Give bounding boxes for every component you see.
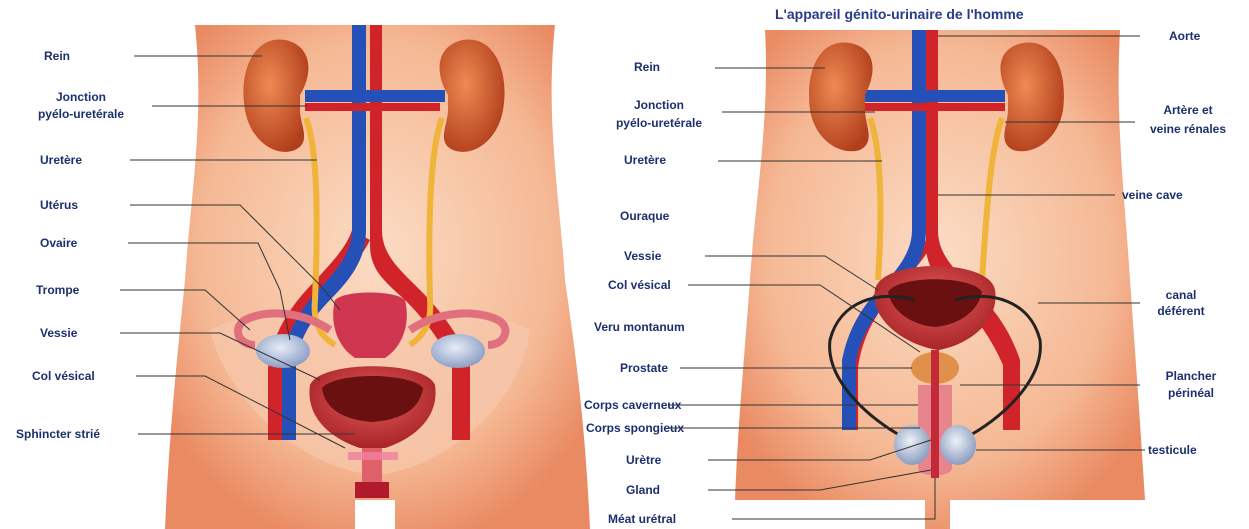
label-aorte: Aorte: [1169, 29, 1200, 44]
label-canal-line1: canal: [1141, 288, 1221, 303]
renal-vein-right: [365, 90, 445, 102]
label-ouraque: Ouraque: [620, 209, 669, 224]
label-uretere: Uretère: [624, 153, 666, 168]
label-artere-line2: veine rénales: [1130, 122, 1246, 137]
renal-vein-left: [305, 90, 360, 102]
label-vessie: Vessie: [624, 249, 661, 264]
label-jonction-line2: pyélo-uretérale: [26, 107, 136, 122]
renal-vein-right: [920, 90, 1005, 102]
label-col-vesical: Col vésical: [608, 278, 671, 293]
label-gland: Gland: [626, 483, 660, 498]
ovary-right: [431, 334, 485, 368]
label-rein: Rein: [44, 49, 70, 64]
label-plancher-line1: Plancher: [1141, 369, 1241, 384]
label-rein: Rein: [634, 60, 660, 75]
label-col-vesical: Col vésical: [32, 369, 95, 384]
renal-artery-right: [935, 103, 1005, 111]
label-meat-uretral: Méat urétral: [608, 512, 676, 527]
label-corps-caverneux: Corps caverneux: [584, 398, 681, 413]
label-jonction-line1: Jonction: [604, 98, 714, 113]
sphincter: [348, 452, 398, 460]
label-jonction-line2: pyélo-uretérale: [604, 116, 714, 131]
renal-artery-left: [865, 103, 935, 111]
label-vessie: Vessie: [40, 326, 77, 341]
label-veru-montanum: Veru montanum: [594, 320, 685, 335]
label-veine-cave: veine cave: [1122, 188, 1183, 203]
label-artere-line1: Artère et: [1130, 103, 1246, 118]
label-ovaire: Ovaire: [40, 236, 77, 251]
renal-artery-right: [375, 103, 440, 111]
label-uretere: Uretère: [40, 153, 82, 168]
label-canal-line2: déférent: [1141, 304, 1221, 319]
renal-vein-left: [865, 90, 920, 102]
label-trompe: Trompe: [36, 283, 79, 298]
label-sphincter-strie: Sphincter strié: [16, 427, 100, 442]
label-testicule: testicule: [1148, 443, 1197, 458]
label-uretre: Urètre: [626, 453, 661, 468]
male-urogenital-panel: Rein Jonction pyélo-uretérale Uretère Ou…: [620, 0, 1249, 529]
label-plancher-line2: périnéal: [1141, 386, 1241, 401]
testicle-left: [894, 425, 930, 465]
urethra: [931, 350, 939, 478]
uterus: [333, 293, 407, 359]
label-corps-spongieux: Corps spongieux: [586, 421, 684, 436]
renal-artery-left: [305, 103, 375, 111]
female-urogenital-panel: Rein Jonction pyélo-uretérale Uretère Ut…: [0, 0, 620, 529]
label-jonction-line1: Jonction: [26, 90, 136, 105]
testicle-right: [940, 425, 976, 465]
label-prostate: Prostate: [620, 361, 668, 376]
urethra-meatus: [355, 482, 389, 498]
female-anatomy-illustration: [0, 0, 620, 529]
label-uterus: Utérus: [40, 198, 78, 213]
